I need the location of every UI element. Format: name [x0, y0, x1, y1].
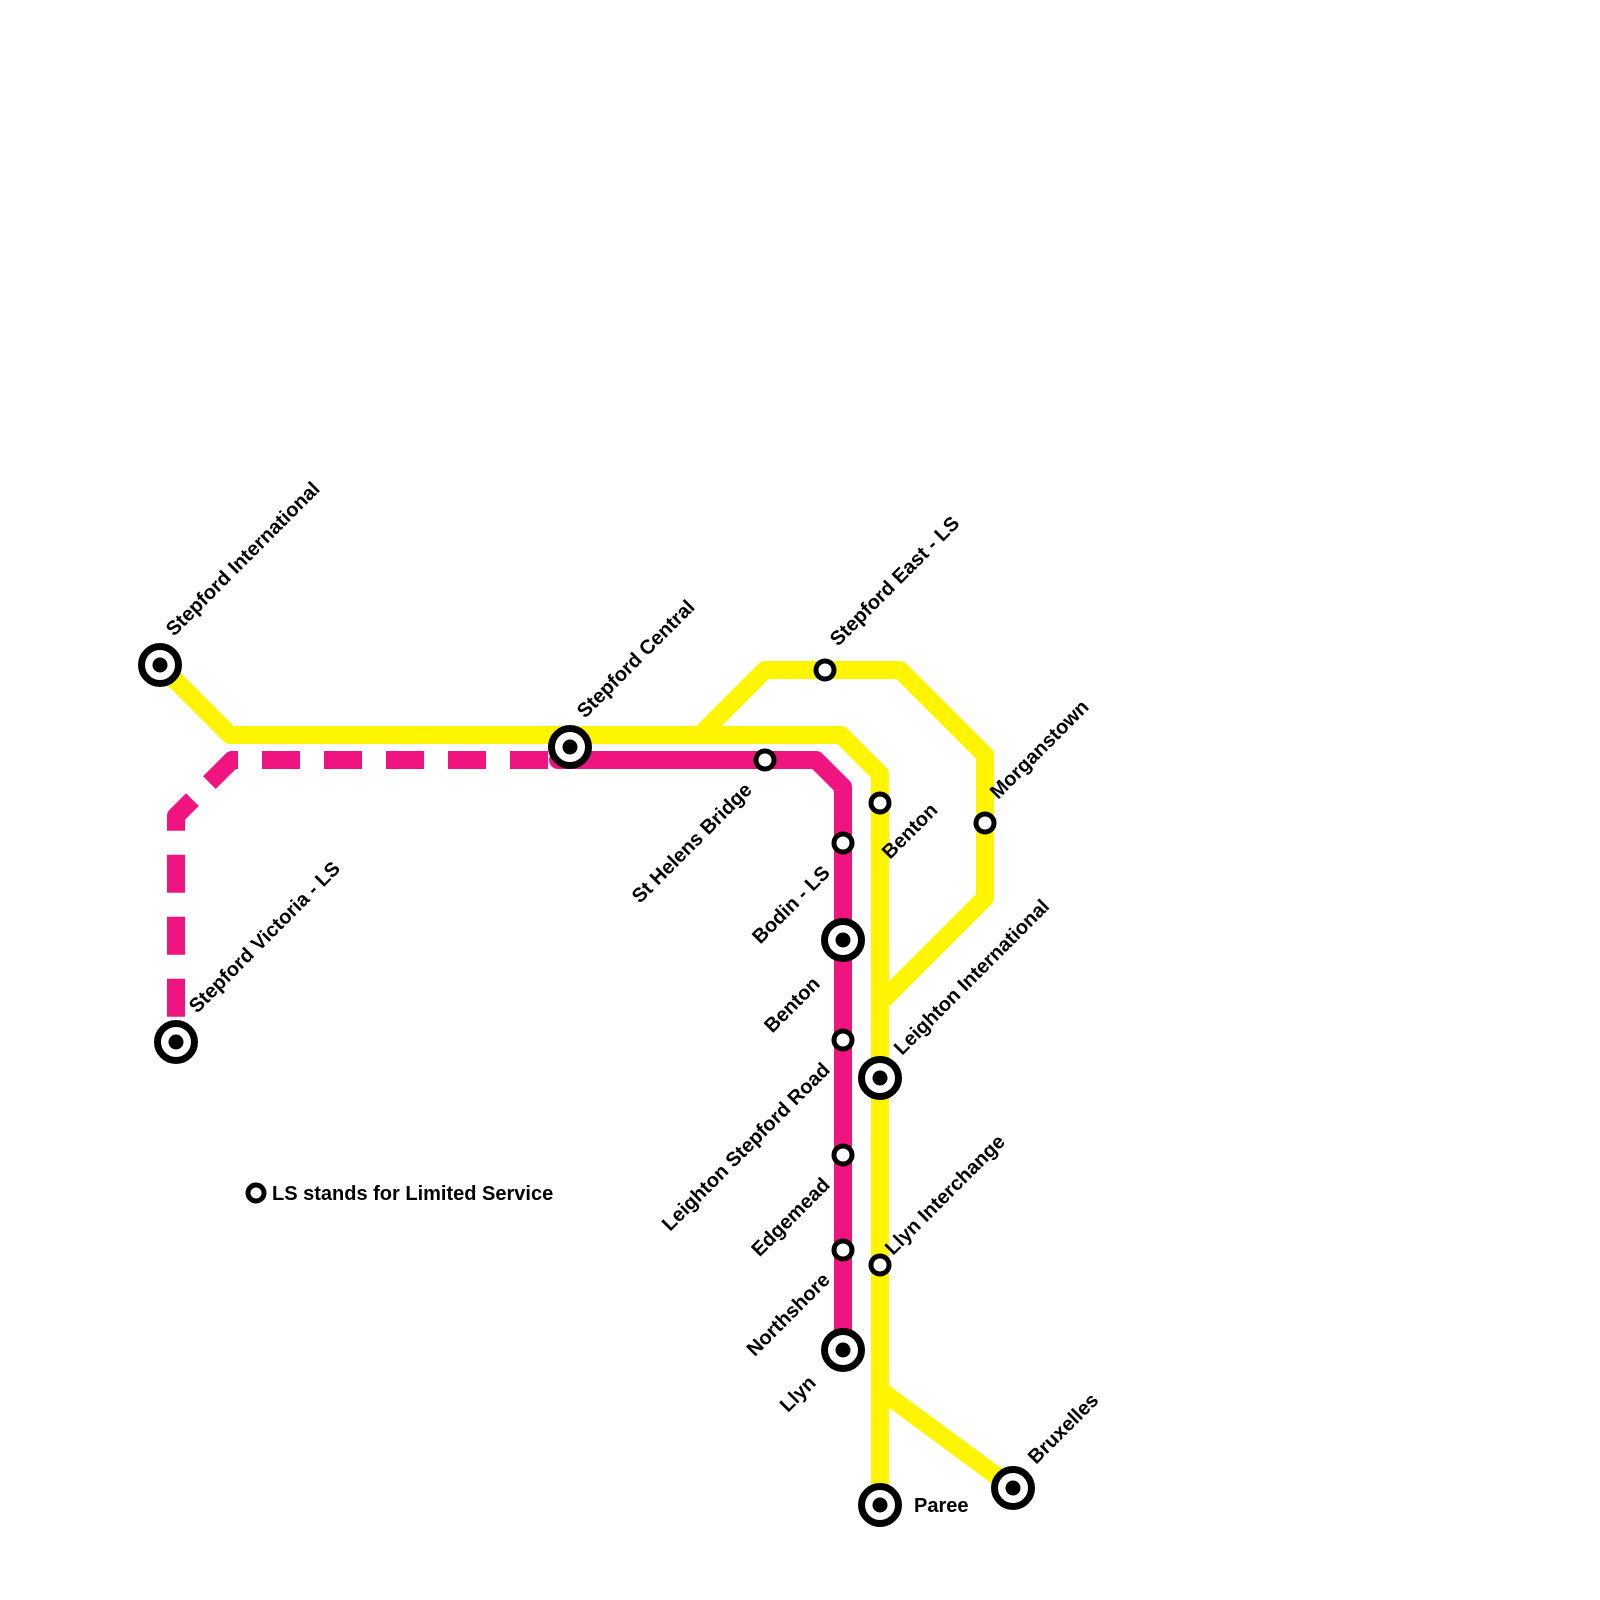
station-st-helens-bridge: St Helens Bridge [628, 748, 777, 908]
route-line-yellow-bruxelles-branch [871, 1381, 1022, 1497]
station-label-morganstown: Morganstown [986, 696, 1093, 803]
station-marker [831, 831, 855, 855]
station-marker [973, 811, 997, 835]
station-stepford-international: Stepford International [138, 478, 324, 687]
station-bruxelles: Bruxelles [991, 1389, 1103, 1510]
legend-station-icon [245, 1182, 267, 1204]
station-label-llyn: Llyn [776, 1372, 821, 1417]
station-label-edgemead: Edgemead [747, 1174, 834, 1261]
legend-text: LS stands for Limited Service [272, 1183, 553, 1205]
route-line-pink-solid [549, 751, 852, 1359]
interchange-station-dot [168, 1034, 184, 1050]
route-line-yellow-east-loop [691, 661, 994, 1012]
station-paree: Paree [858, 1483, 969, 1527]
station-label-stepford-east: Stepford East - LS [826, 512, 964, 650]
station-label-stepford-international: Stepford International [162, 478, 324, 640]
station-leighton-stepford-road: Leighton Stepford Road [658, 1028, 855, 1236]
interchange-station-dot [152, 657, 168, 673]
station-label-st-helens-bridge: St Helens Bridge [628, 779, 757, 908]
station-label-stepford-central: Stepford Central [573, 596, 699, 722]
legend: LS stands for Limited Service [245, 1182, 553, 1205]
route-line-yellow-main [151, 656, 889, 1514]
station-label-llyn-interchange: Llyn Interchange [881, 1131, 1010, 1260]
station-llyn-interchange: Llyn Interchange [868, 1131, 1010, 1277]
station-llyn: Llyn [776, 1328, 865, 1417]
station-marker [753, 748, 777, 772]
station-marker [831, 1238, 855, 1262]
interchange-station-dot [1005, 1480, 1021, 1496]
station-marker [831, 1028, 855, 1052]
route-line-pink-dashed [167, 751, 548, 1035]
interchange-station-dot [872, 1070, 888, 1086]
station-label-paree: Paree [914, 1495, 969, 1517]
station-label-bruxelles: Bruxelles [1024, 1389, 1103, 1468]
interchange-station-dot [872, 1497, 888, 1513]
station-marker [868, 791, 892, 815]
station-label-benton: Benton [760, 973, 824, 1037]
interchange-station-dot [562, 739, 578, 755]
station-label-northshore: Northshore [743, 1269, 835, 1361]
station-marker [831, 1143, 855, 1167]
interchange-station-dot [835, 932, 851, 948]
station-stepford-victoria: Stepford Victoria - LS [154, 858, 345, 1064]
station-label-stepford-victoria: Stepford Victoria - LS [185, 858, 345, 1018]
station-stepford-east: Stepford East - LS [813, 512, 964, 682]
station-marker [868, 1253, 892, 1277]
station-marker [813, 658, 837, 682]
interchange-station-dot [835, 1342, 851, 1358]
